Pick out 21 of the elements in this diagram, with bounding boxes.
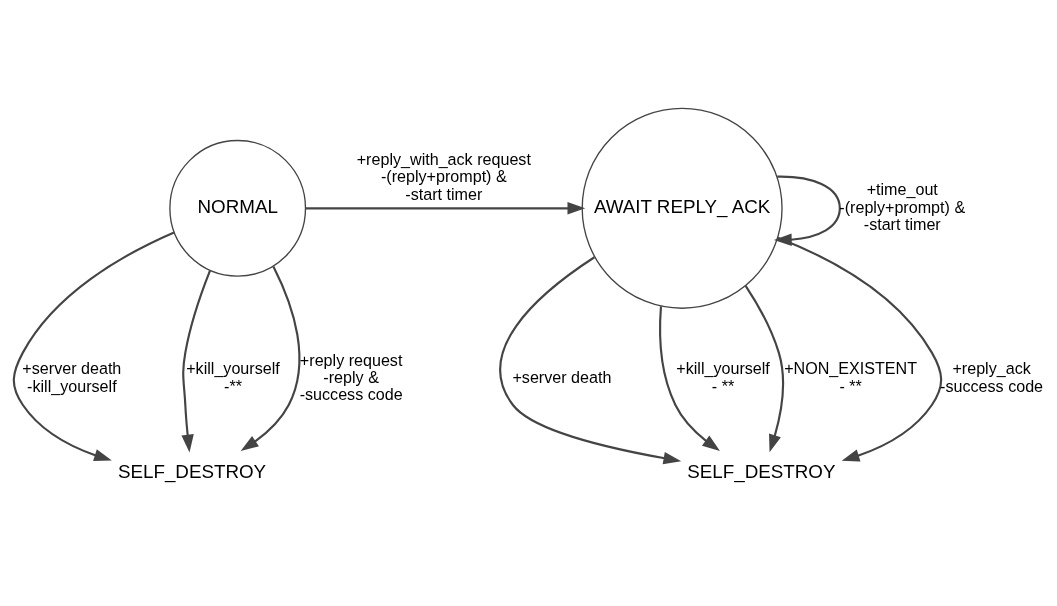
- node-text: SELF_DESTROY: [687, 461, 836, 483]
- edge-label: +reply request -reply & -success code: [299, 350, 403, 404]
- arrow: [777, 236, 943, 462]
- node-circle: AWAIT REPLY_ ACK: [581, 107, 783, 309]
- arrow: [499, 256, 682, 465]
- node-text: SELF_DESTROY: [117, 461, 267, 483]
- edge-label: +kill_yourself - **: [676, 359, 770, 395]
- arrow: [744, 285, 785, 453]
- arrow: [659, 306, 720, 452]
- edge-label: +server death -kill_yourself: [22, 359, 122, 395]
- edge-label: +server death: [512, 367, 612, 386]
- node-circle: NORMAL: [169, 139, 307, 277]
- arrow: [305, 202, 586, 215]
- arrow: [181, 270, 211, 453]
- edge-label: +reply_ack -success code: [940, 359, 1044, 395]
- edge-label: +time_out -(reply+prompt) & -start timer: [839, 180, 966, 233]
- edge-label: +NON_EXISTENT - **: [784, 359, 918, 395]
- edge-label: +kill_yourself -**: [186, 359, 280, 395]
- edge-label: +reply_with_ack request -(reply+prompt) & -start timer: [356, 149, 531, 203]
- arrow: [12, 231, 175, 462]
- arrow: [240, 265, 301, 451]
